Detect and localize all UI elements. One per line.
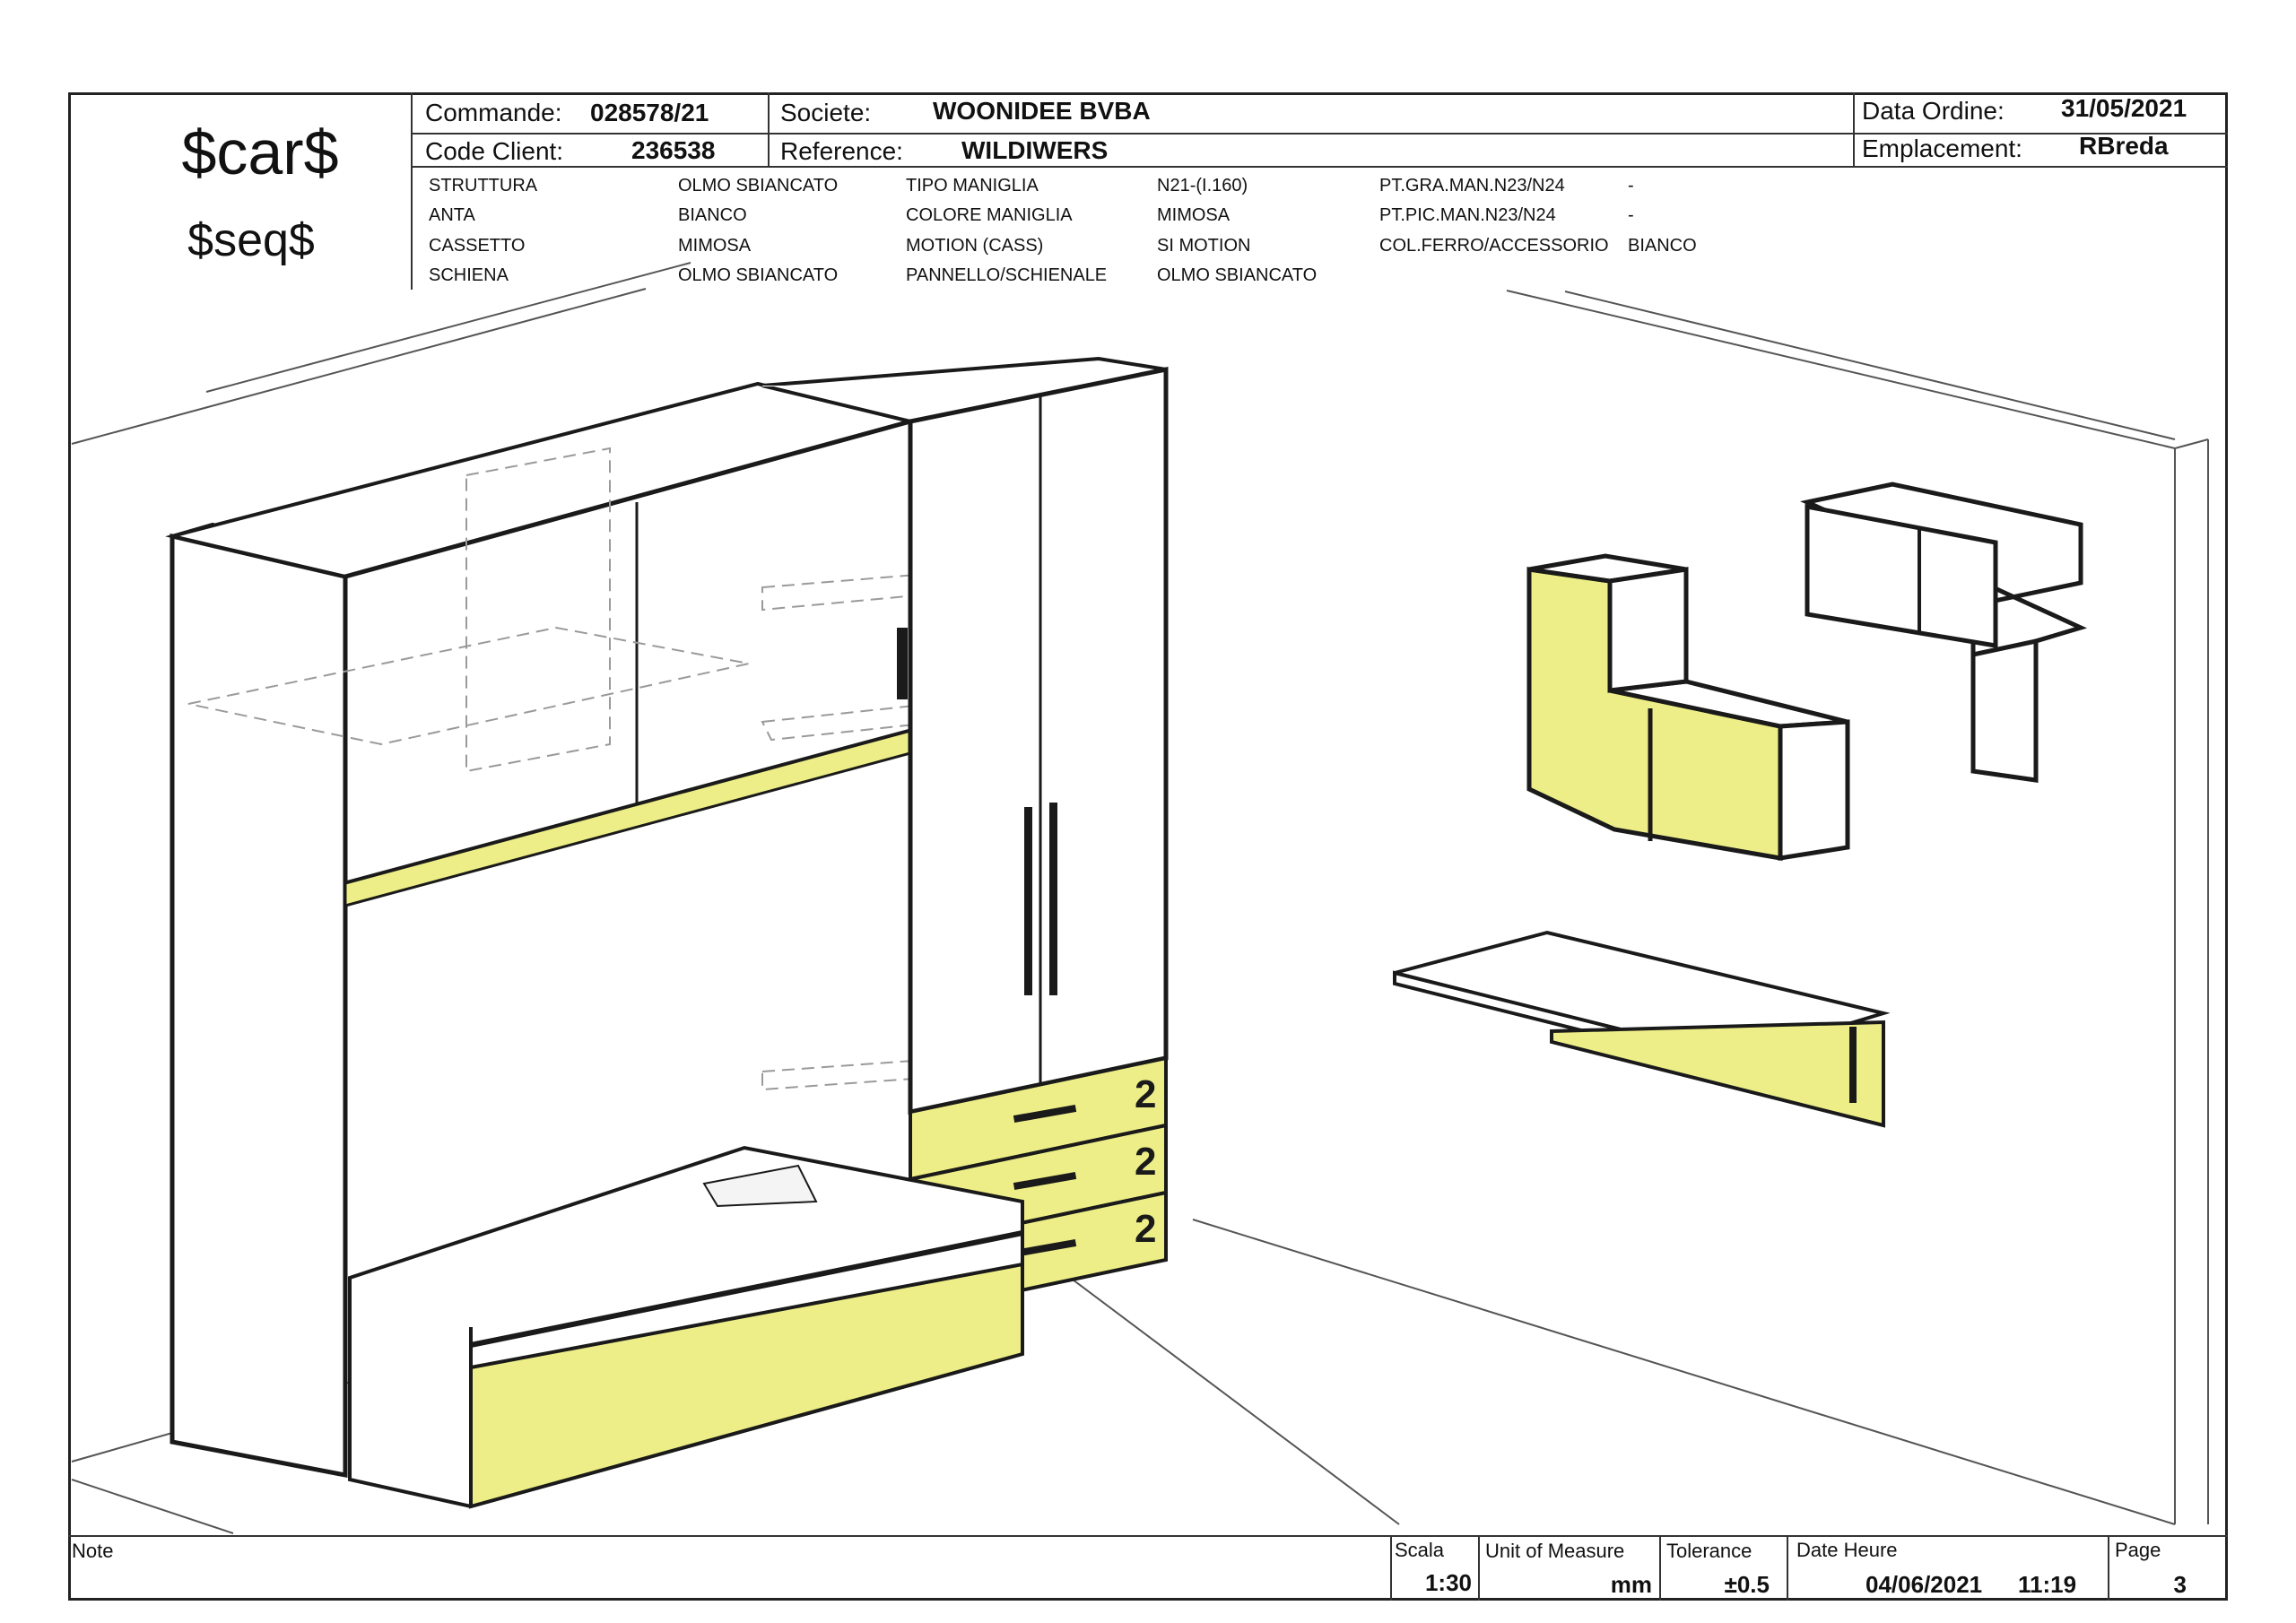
footer-divider xyxy=(1478,1535,1480,1601)
societe-label: Societe: xyxy=(780,99,872,126)
logo-secondary: $seq$ xyxy=(187,214,315,266)
wall-shelf-open xyxy=(1800,482,2088,783)
date-value: 04/06/2021 xyxy=(1866,1571,1983,1598)
logo-primary: $car$ xyxy=(181,117,339,187)
footer-divider xyxy=(1787,1535,1788,1601)
header-row-divider xyxy=(411,166,2228,168)
spec-value: MIMOSA xyxy=(1157,205,1231,225)
drawer-number: 2 xyxy=(1135,1140,1156,1184)
bridge-unit xyxy=(171,381,918,907)
emplacement-label: Emplacement: xyxy=(1862,135,2022,162)
drawer-numbers: 2 2 2 xyxy=(1135,1072,1156,1251)
data-ordine-label: Data Ordine: xyxy=(1862,97,2005,125)
spec-value: MIMOSA xyxy=(678,236,752,256)
spec-value: - xyxy=(1628,176,1634,195)
spec-value: N21-(I.160) xyxy=(1157,176,1248,195)
spec-label: MOTION (CASS) xyxy=(906,236,1044,256)
spec-value: SI MOTION xyxy=(1157,236,1251,256)
spec-label: PT.PIC.MAN.N23/N24 xyxy=(1379,205,1556,225)
wall-shelf-yellow xyxy=(1526,553,1850,861)
spec-label: COL.FERRO/ACCESSORIO xyxy=(1379,236,1609,256)
commande-label: Commande: xyxy=(425,99,562,126)
header-row-divider xyxy=(411,133,2228,135)
footer-divider xyxy=(1390,1535,1392,1601)
note-label: Note xyxy=(72,1540,114,1562)
drawing-sheet-frame xyxy=(68,92,2228,1601)
tolerance-value: ±0.5 xyxy=(1724,1571,1770,1598)
footer-divider xyxy=(68,1535,2228,1537)
emplacement-value: RBreda xyxy=(2079,132,2169,160)
spec-label: PANNELLO/SCHIENALE xyxy=(906,265,1108,285)
spec-label: STRUTTURA xyxy=(429,176,538,195)
spec-value: OLMO SBIANCATO xyxy=(678,176,839,195)
scala-label: Scala xyxy=(1395,1539,1445,1561)
spec-label: CASSETTO xyxy=(429,236,526,256)
code-client-label: Code Client: xyxy=(425,137,564,165)
unit-value: mm xyxy=(1610,1571,1652,1598)
page-value: 3 xyxy=(2173,1571,2187,1598)
date-label: Date Heure xyxy=(1796,1539,1898,1561)
societe-value: WOONIDEE BVBA xyxy=(933,97,1151,125)
reference-label: Reference: xyxy=(780,137,903,165)
spec-label: PT.GRA.MAN.N23/N24 xyxy=(1379,176,1565,195)
spec-value: OLMO SBIANCATO xyxy=(1157,265,1318,285)
footer-divider xyxy=(2108,1535,2109,1601)
time-value: 11:19 xyxy=(2018,1571,2077,1598)
bed xyxy=(348,1145,1024,1509)
spec-value: - xyxy=(1628,205,1634,225)
scala-value: 1:30 xyxy=(1424,1569,1472,1596)
commande-value: 028578/21 xyxy=(590,99,709,126)
spec-label: COLORE MANIGLIA xyxy=(906,205,1073,225)
drawer-number: 2 xyxy=(1135,1207,1156,1251)
spec-label: TIPO MANIGLIA xyxy=(906,176,1039,195)
code-client-value: 236538 xyxy=(631,136,716,164)
footer-divider xyxy=(1659,1535,1661,1601)
page-label: Page xyxy=(2115,1539,2161,1561)
drawer-number: 2 xyxy=(1135,1072,1156,1116)
header-divider xyxy=(411,92,413,290)
wardrobe xyxy=(761,356,1169,1115)
header-divider xyxy=(768,92,770,166)
unit-label: Unit of Measure xyxy=(1485,1540,1625,1562)
data-ordine-value: 31/05/2021 xyxy=(2061,94,2187,122)
wall-desk xyxy=(1393,930,1891,1128)
tolerance-label: Tolerance xyxy=(1666,1540,1752,1562)
spec-value: BIANCO xyxy=(678,205,747,225)
header-divider xyxy=(1853,92,1855,166)
spec-label: ANTA xyxy=(429,205,475,225)
spec-label: SCHIENA xyxy=(429,265,509,285)
reference-value: WILDIWERS xyxy=(961,136,1109,164)
spec-value: BIANCO xyxy=(1628,236,1697,256)
spec-value: OLMO SBIANCATO xyxy=(678,265,839,285)
